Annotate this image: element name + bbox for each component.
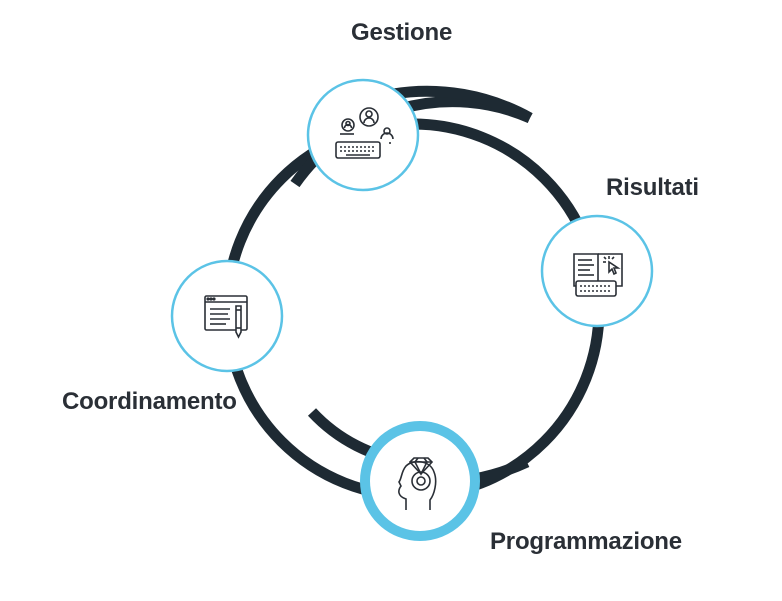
label-gestione: Gestione bbox=[351, 19, 453, 46]
users-keyboard-icon bbox=[335, 107, 394, 159]
node-coordinamento[interactable] bbox=[170, 259, 284, 373]
label-coordinamento: Coordinamento bbox=[62, 388, 237, 415]
label-programmazione: Programmazione bbox=[490, 528, 682, 555]
top-outer-arc-2 bbox=[392, 85, 533, 123]
book-keyboard-cursor-icon bbox=[573, 253, 623, 297]
head-diamond-icon bbox=[398, 457, 437, 510]
node-risultati[interactable] bbox=[540, 214, 654, 328]
node-programmazione[interactable] bbox=[360, 421, 480, 541]
document-pen-icon bbox=[204, 295, 248, 339]
node-gestione[interactable] bbox=[306, 78, 420, 192]
label-risultati: Risultati bbox=[606, 174, 699, 201]
